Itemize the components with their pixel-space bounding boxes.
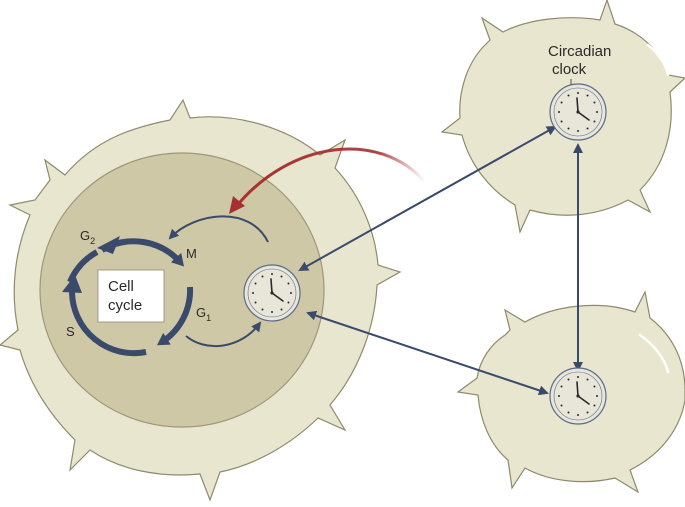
clock-tick bbox=[586, 127, 589, 130]
clock-tick bbox=[280, 275, 283, 278]
clock-tick bbox=[567, 127, 570, 130]
clock-tick bbox=[593, 101, 596, 104]
clock-tick bbox=[261, 308, 264, 311]
clock-tick bbox=[271, 311, 273, 313]
clock-tick bbox=[586, 411, 589, 414]
phase-g2-label: G2 bbox=[80, 228, 95, 246]
clock-tick bbox=[254, 282, 257, 285]
clock-minute-hand bbox=[577, 111, 590, 121]
clock-hour-hand bbox=[576, 381, 579, 397]
arrow-g1-s bbox=[69, 291, 147, 357]
red-arrowhead bbox=[229, 196, 245, 214]
clock-tick bbox=[558, 111, 560, 113]
clock-tick bbox=[593, 404, 596, 407]
clock-tick bbox=[567, 411, 570, 414]
circadian-label-line1: Circadian bbox=[548, 43, 611, 60]
clock-tick bbox=[287, 301, 290, 304]
clock-to-cycle-arrow bbox=[168, 215, 269, 243]
clock-tick bbox=[252, 292, 254, 294]
clock-tick bbox=[567, 94, 570, 97]
clock-tick bbox=[586, 94, 589, 97]
clock-hour-hand bbox=[576, 97, 579, 113]
clock-tick bbox=[593, 385, 596, 388]
clock-tick bbox=[593, 120, 596, 123]
clock-tick bbox=[287, 282, 290, 285]
arrowhead bbox=[97, 236, 120, 254]
arrow-inner-to-bottom-clock bbox=[306, 310, 549, 396]
clock-inner-ring bbox=[247, 268, 297, 318]
cell-cycle-label-line1: Cell bbox=[108, 278, 134, 295]
clock-icon bbox=[243, 264, 301, 322]
arrow-s-g2 bbox=[67, 249, 99, 284]
highlight bbox=[646, 43, 670, 77]
clock-tick bbox=[596, 395, 598, 397]
cell-cycle-label-line2: cycle bbox=[108, 297, 142, 314]
phase-g1-label: G1 bbox=[196, 305, 211, 323]
clock-tick bbox=[577, 92, 579, 94]
clock-tick bbox=[560, 404, 563, 407]
clock-center bbox=[576, 110, 580, 114]
large-cell-nucleus bbox=[39, 152, 325, 428]
clock-minute-hand bbox=[577, 395, 590, 405]
clock-minute-hand bbox=[271, 292, 284, 302]
arrow-inner-to-top-clock bbox=[298, 126, 557, 271]
clock-tick bbox=[558, 395, 560, 397]
clock-tick bbox=[271, 273, 273, 275]
clock-icon bbox=[549, 83, 607, 141]
clock-inner-ring bbox=[553, 87, 603, 137]
large-cell bbox=[0, 98, 402, 502]
clock-center bbox=[576, 394, 580, 398]
clock-tick bbox=[290, 292, 292, 294]
clock-tick bbox=[577, 376, 579, 378]
clock-tick bbox=[560, 385, 563, 388]
clock-center bbox=[270, 291, 274, 295]
phase-m-label: M bbox=[186, 246, 197, 261]
clock-tick bbox=[577, 130, 579, 132]
cycle-to-clock-arrow bbox=[185, 321, 262, 348]
clock-tick bbox=[280, 308, 283, 311]
phase-s-label: S bbox=[66, 324, 75, 339]
clock-inner-ring bbox=[553, 371, 603, 421]
arrow-m-g1 bbox=[156, 286, 194, 346]
highlight bbox=[638, 333, 670, 374]
arrowhead bbox=[62, 275, 82, 293]
clock-icon bbox=[549, 367, 607, 425]
clock-tick bbox=[596, 111, 598, 113]
clock-tick bbox=[560, 101, 563, 104]
clock-hour-hand bbox=[270, 278, 273, 294]
clock-tick bbox=[586, 378, 589, 381]
circadian-label-line2: clock bbox=[552, 61, 587, 78]
clock-tick bbox=[560, 120, 563, 123]
cell-cycle-box bbox=[97, 269, 165, 323]
clock-tick bbox=[567, 378, 570, 381]
clock-tick bbox=[577, 414, 579, 416]
clock-tick bbox=[261, 275, 264, 278]
clock-tick bbox=[254, 301, 257, 304]
